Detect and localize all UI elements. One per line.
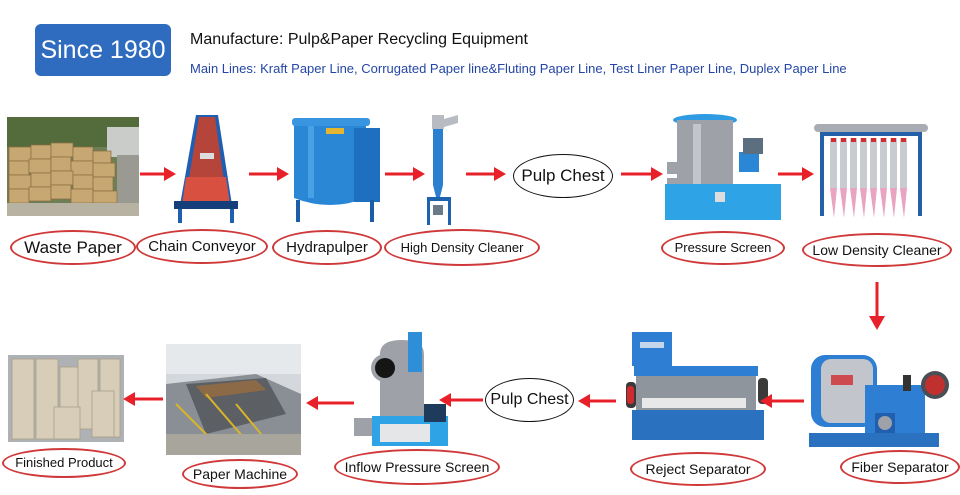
arrow-left-icon <box>439 393 483 407</box>
step-label-low-density-cleaner: Low Density Cleaner <box>802 233 952 267</box>
arrow-left-icon <box>578 394 616 408</box>
step-label-waste-paper: Waste Paper <box>10 230 136 265</box>
fiber-separator-machine <box>805 345 951 453</box>
low-density-cleaner-machine <box>812 120 932 225</box>
arrow-right-icon <box>249 167 289 181</box>
step-label-pressure-screen: Pressure Screen <box>661 231 785 265</box>
arrow-right-icon <box>385 167 425 181</box>
arrow-right-icon <box>778 167 814 181</box>
since-badge: Since 1980 <box>35 24 171 76</box>
step-label-finished-product: Finished Product <box>2 448 126 478</box>
paper-machine-photo <box>166 344 301 455</box>
step-label-fiber-separator: Fiber Separator <box>840 450 960 484</box>
step-label-chain-conveyor: Chain Conveyor <box>136 229 268 264</box>
step-label-hydrapulper: Hydrapulper <box>272 230 382 265</box>
page-title: Manufacture: Pulp&Paper Recycling Equipm… <box>190 31 528 48</box>
waste-paper-bales-photo <box>7 117 139 216</box>
main-lines-subtitle: Main Lines: Kraft Paper Line, Corrugated… <box>190 61 847 76</box>
pulp-chest-node-2: Pulp Chest <box>485 378 574 422</box>
finished-product-rolls-photo <box>8 355 124 442</box>
arrow-left-icon <box>760 394 804 408</box>
reject-separator-machine <box>622 328 772 446</box>
chain-conveyor-machine <box>172 113 240 225</box>
hydrapulper-machine <box>290 116 382 224</box>
high-density-cleaner-machine <box>424 113 462 228</box>
arrow-right-icon <box>140 167 176 181</box>
step-label-paper-machine: Paper Machine <box>182 459 298 489</box>
inflow-pressure-screen-machine <box>352 330 462 448</box>
arrow-right-icon <box>466 167 506 181</box>
step-label-inflow-pressure-screen: Inflow Pressure Screen <box>334 449 500 485</box>
arrow-down-icon <box>869 282 885 330</box>
pressure-screen-machine <box>663 110 783 222</box>
pulp-chest-node-1: Pulp Chest <box>513 154 613 198</box>
arrow-left-icon <box>123 392 163 406</box>
arrow-right-icon <box>621 167 663 181</box>
step-label-high-density-cleaner: High Density Cleaner <box>384 229 540 266</box>
arrow-left-icon <box>306 396 354 410</box>
step-label-reject-separator: Reject Separator <box>630 452 766 486</box>
